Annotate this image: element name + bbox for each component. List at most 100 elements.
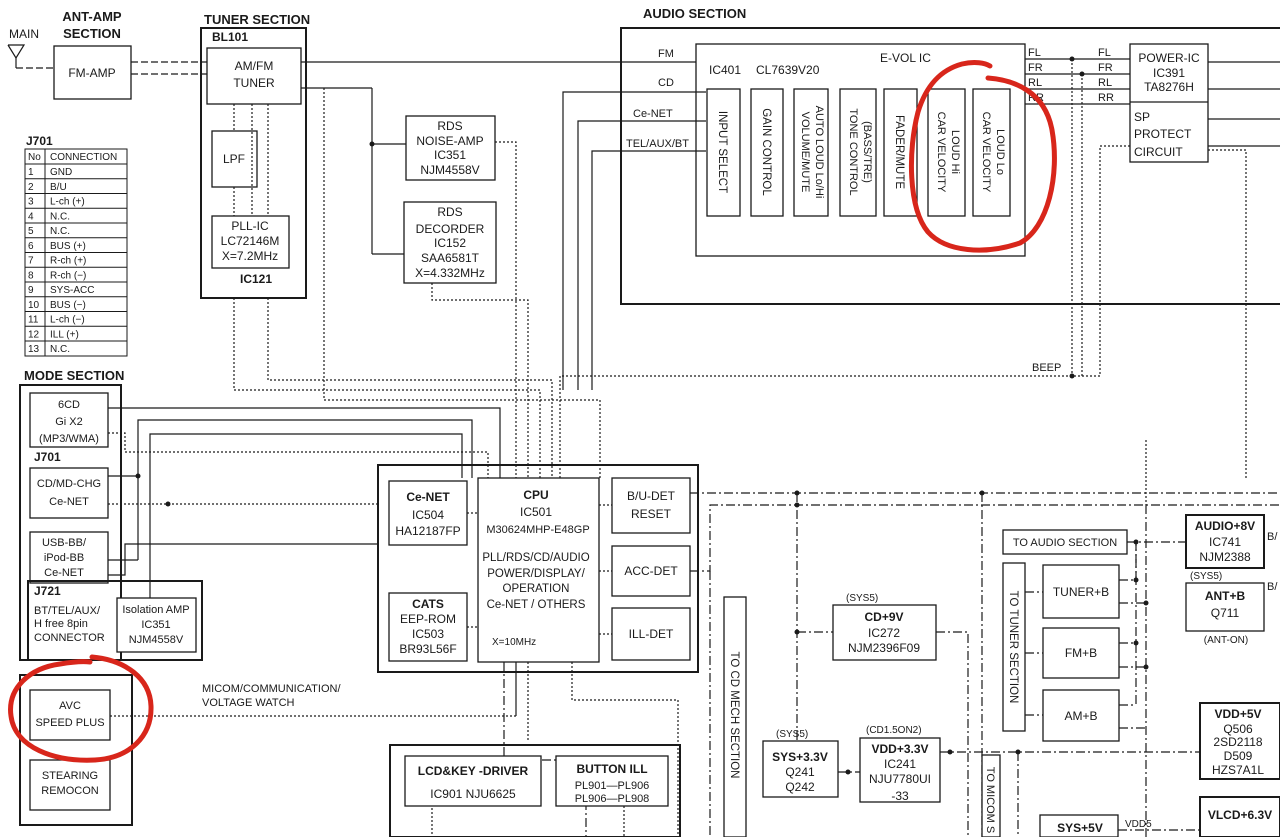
cpu-xtal-label: X=10MHz [492,637,536,648]
ant-amp-section-title: ANT-AMP [62,9,122,24]
j701-row-no: 2 [28,182,34,193]
mode-6cd-label-1: 6CD [58,399,80,411]
bl101-label: BL101 [212,30,248,44]
evol-cell-gain-control: GAIN CONTROL [750,88,784,217]
usb-bb-label-2: iPod-BB [44,552,84,564]
power-ic-label-3: TA8276H [1144,80,1194,94]
mode-6cd-block [29,392,109,448]
ic401-part-label: CL7639V20 [756,63,820,77]
pll-ic-label-3: X=7.2MHz [222,249,278,263]
j701-header-no: No [28,152,41,163]
lcd-key-driver-block [404,755,542,807]
mode-section-title: MODE SECTION [24,368,124,383]
j701-row-connection: ILL (+) [50,329,79,340]
antenna-label: MAIN [9,27,39,41]
rds-decoder-label-3: IC152 [434,236,466,250]
ic401-label: IC401 [709,63,741,77]
vdd5v-label-1: VDD+5V [1214,707,1261,721]
lpf-label: LPF [223,152,245,166]
vlcd-block [1199,796,1280,837]
cpu-area-frame [377,464,699,673]
j701-row-no: 4 [28,211,34,222]
fm-amp-block [53,45,132,100]
power-ic-block [1129,43,1209,163]
j701-row-connection: R-ch (−) [50,270,86,281]
cpu-label-2: IC501 [520,505,552,519]
ant-b-block [1185,582,1265,632]
ce-net-label-1: Ce-NET [406,490,450,504]
evol-cell-label: GAIN CONTROL [760,108,772,196]
j701-row-connection: N.C. [50,211,70,222]
to-micom-box [981,754,1001,837]
isolation-amp-label-3: NJM4558V [129,634,184,646]
sys33-label-2: Q241 [785,765,815,779]
rds-decoder-label-2: DECORDER [416,222,485,236]
power-input-rr: RR [1098,92,1114,104]
evol-cell-label: LOUD Lo [994,129,1006,175]
amfm-tuner-label-2: TUNER [233,76,275,90]
to-audio-section-box [1002,529,1128,555]
sp-protect-label-3: CIRCUIT [1134,145,1183,159]
tuner-b-block [1042,564,1120,619]
mode-j701-label: J701 [34,450,61,464]
power-ic-label-1: POWER-IC [1138,51,1200,65]
j701-row-no: 13 [28,344,40,355]
rds-decoder-label-4: SAA6581T [421,251,480,265]
j701-row-no: 12 [28,329,40,340]
j701-row-no: 5 [28,226,34,237]
j701-row-connection: L-ch (−) [50,315,85,326]
vdd33-label-2: IC241 [884,757,916,771]
to-cd-mech-box [723,596,747,837]
cd9v-label-1: CD+9V [864,610,903,624]
evol-cell-car-velocity-loud-lo: CAR VELOCITY LOUD Lo [972,88,1011,217]
j701-row-no: 11 [28,315,39,326]
j701-row-connection: GND [50,167,72,178]
bt-tel-label-1: BT/TEL/AUX/ [34,605,101,617]
cats-label-2: EEP-ROM [400,612,456,626]
evol-cell-label: VOLUME/MUTE [799,112,811,193]
usb-bb-label-3: Ce-NET [44,567,84,579]
audio-input-ce-net: Ce-NET [633,108,673,120]
j701-row-connection: SYS-ACC [50,285,94,296]
annotation-circle-avc [8,654,154,763]
j701-row-connection: B/U [50,182,67,193]
vdd5v-label-4: D509 [1224,749,1253,763]
micom-comm-label-1: MICOM/COMMUNICATION/ [202,683,341,695]
evol-cell-label: CAR VELOCITY [980,112,992,193]
fm-amp-label: FM-AMP [68,66,115,80]
tuner-section-frame [200,27,307,299]
evol-cell-label: CAR VELOCITY [935,112,947,193]
j701-table-title: J701 [26,134,53,148]
evol-cell-tone-control: TONE CONTROL (BASS/TRE) [839,88,877,217]
audio8v-block [1185,514,1265,569]
cpu-label-1: CPU [523,488,548,502]
sp-protect-label-1: SP [1134,110,1150,124]
pll-ic-label-1: PLL-IC [231,219,269,233]
ce-net-label-3: HA12187FP [395,524,460,538]
bu-edge-label-1: B/ [1267,531,1278,543]
cd-md-chg-block [29,467,109,519]
j701-header-connection: CONNECTION [50,152,117,163]
vdd33-block [859,737,941,803]
sys5v-block [1039,814,1119,837]
bu-det-label-2: RESET [631,507,672,521]
rds-decoder-label-5: X=4.332MHz [415,266,485,280]
vdd5v-label-2: Q506 [1223,722,1253,736]
sys5v-label: SYS+5V [1057,821,1103,835]
evol-output-rl: RL [1028,77,1042,89]
cd9v-label-3: NJM2396F09 [848,641,920,655]
j701-row-connection: N.C. [50,226,70,237]
ant-amp-section-title-2: SECTION [63,26,121,41]
evol-cell-label: (BASS/TRE) [861,121,873,183]
evol-ic-title: E-VOL IC [880,51,931,65]
j701-row-no: 9 [28,285,34,296]
evol-cell-label: TONE CONTROL [847,108,859,195]
evol-cell-car-velocity-loud-hi: CAR VELOCITY LOUD Hi [927,88,966,217]
am-b-label: AM+B [1064,709,1097,723]
avc-block [29,689,111,741]
rds-decoder-block [403,201,497,284]
ant-b-label-1: ANT+B [1205,589,1246,603]
vdd5v-block [1199,702,1280,780]
vdd5v-label-5: HZS7A1L [1212,763,1264,777]
ce-net-label-2: IC504 [412,508,444,522]
